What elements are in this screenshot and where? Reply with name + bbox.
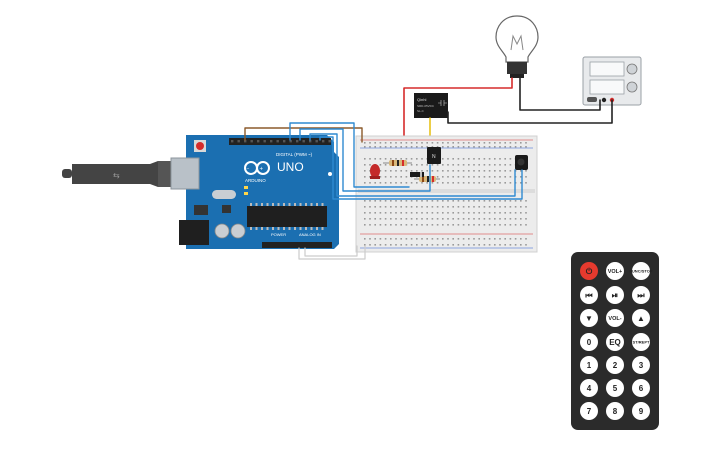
brand-label: ARDUINO bbox=[245, 178, 266, 183]
remote-key-label: 3 bbox=[639, 361, 644, 370]
remote-key-down[interactable]: ▼ bbox=[580, 309, 598, 327]
arduino-logo: − + bbox=[244, 161, 270, 175]
remote-key-2[interactable]: 2 bbox=[606, 356, 624, 374]
current-knob[interactable] bbox=[626, 81, 638, 93]
resistor-2[interactable] bbox=[414, 176, 440, 182]
red-led[interactable] bbox=[370, 164, 380, 179]
voltage-knob[interactable] bbox=[626, 63, 638, 75]
remote-key-label: VOL+ bbox=[608, 269, 623, 275]
remote-key-label: ⏯ bbox=[612, 291, 618, 300]
transistor[interactable]: N bbox=[427, 147, 441, 164]
relay[interactable]: Qinhl SRD-05VDC SL-C bbox=[414, 93, 448, 118]
remote-key-prev[interactable]: ⏮ bbox=[580, 286, 598, 304]
remote-key-label: 7 bbox=[587, 407, 592, 416]
remote-key-8[interactable]: 8 bbox=[606, 402, 624, 420]
remote-key-label: 4 bbox=[587, 384, 592, 393]
lamp-wiring bbox=[403, 77, 613, 153]
remote-key-label: 8 bbox=[613, 407, 618, 416]
model-label: UNO bbox=[277, 160, 304, 174]
light-bulb[interactable] bbox=[495, 15, 539, 78]
relay-brand: Qinhl bbox=[417, 97, 426, 102]
remote-key-eq[interactable]: EQ bbox=[606, 333, 624, 351]
diode[interactable] bbox=[410, 172, 424, 177]
remote-key-label: 0 bbox=[587, 338, 592, 347]
svg-text:−: − bbox=[247, 166, 250, 172]
ir-remote[interactable]: ⏻ VOL+ FUNC/STOP ⏮ ⏯ ⏭ ▼ VOL- ▲ 0 EQ ST/REPT 1 2 3 4 5 6 7… bbox=[571, 252, 659, 430]
remote-key-func-stop[interactable]: FUNC/STOP bbox=[629, 262, 653, 280]
remote-key-label: ⏻ bbox=[586, 267, 593, 276]
remote-key-label: 9 bbox=[639, 407, 644, 416]
remote-key-label: ⏮ bbox=[585, 291, 592, 300]
analog-label: ANALOG IN bbox=[299, 232, 321, 237]
remote-key-label: FUNC/STOP bbox=[629, 268, 652, 273]
remote-key-5[interactable]: 5 bbox=[606, 379, 624, 397]
remote-key-label: 1 bbox=[587, 361, 592, 370]
remote-key-label: VOL- bbox=[608, 316, 621, 322]
remote-key-vol-down[interactable]: VOL- bbox=[606, 309, 624, 327]
remote-key-up[interactable]: ▲ bbox=[632, 309, 650, 327]
remote-key-3[interactable]: 3 bbox=[632, 356, 650, 374]
remote-key-label: 6 bbox=[639, 384, 644, 393]
remote-key-label: 5 bbox=[613, 384, 618, 393]
remote-key-0[interactable]: 0 bbox=[580, 333, 598, 351]
breadboard-holes[interactable] bbox=[364, 142, 527, 246]
resistor-1[interactable] bbox=[383, 160, 412, 166]
usb-cable[interactable]: ⇆ bbox=[62, 161, 186, 187]
remote-key-label: ▼ bbox=[585, 314, 593, 323]
ir-receiver[interactable] bbox=[515, 155, 528, 170]
arduino-uno[interactable]: ⇆ DIGITAL (PWM ~) − + UNO ARDUINO bbox=[62, 135, 339, 249]
breadboard[interactable] bbox=[355, 135, 538, 253]
remote-key-play-pause[interactable]: ⏯ bbox=[606, 286, 624, 304]
remote-key-1[interactable]: 1 bbox=[580, 356, 598, 374]
svg-text:+: + bbox=[260, 167, 264, 173]
remote-key-6[interactable]: 6 bbox=[632, 379, 650, 397]
remote-key-st-rept[interactable]: ST/REPT bbox=[632, 333, 650, 351]
remote-key-power[interactable]: ⏻ bbox=[580, 262, 598, 280]
relay-text-2: SL-C bbox=[417, 109, 425, 113]
relay-text-1: SRD-05VDC bbox=[417, 104, 435, 108]
remote-key-label: EQ bbox=[609, 338, 621, 347]
remote-key-label: ⏭ bbox=[637, 291, 645, 300]
remote-key-vol-up[interactable]: VOL+ bbox=[606, 262, 624, 280]
digital-label: DIGITAL (PWM ~) bbox=[276, 152, 313, 157]
signal-wiring bbox=[244, 122, 523, 260]
svg-text:N: N bbox=[432, 154, 436, 160]
remote-key-label: ▲ bbox=[637, 314, 645, 323]
power-supply[interactable] bbox=[582, 56, 642, 106]
reset-button[interactable] bbox=[196, 142, 204, 150]
power-label: POWER bbox=[271, 232, 286, 237]
psu-negative-terminal[interactable] bbox=[601, 97, 607, 103]
remote-key-next[interactable]: ⏭ bbox=[632, 286, 650, 304]
remote-key-label: 2 bbox=[613, 361, 618, 370]
remote-key-7[interactable]: 7 bbox=[580, 402, 598, 420]
remote-key-4[interactable]: 4 bbox=[580, 379, 598, 397]
remote-key-label: ST/REPT bbox=[633, 339, 650, 344]
svg-text:⇆: ⇆ bbox=[113, 171, 120, 180]
remote-key-9[interactable]: 9 bbox=[632, 402, 650, 420]
